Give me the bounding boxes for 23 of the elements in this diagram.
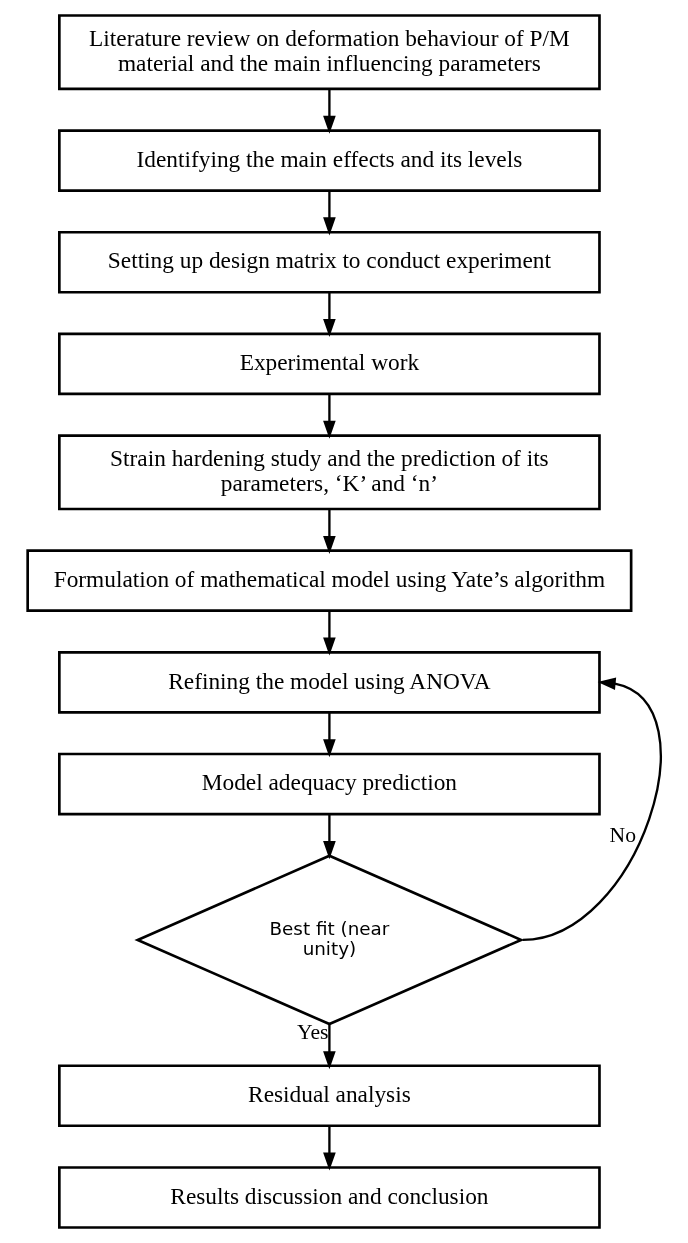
node-box: Identifying the main effects and its levels [57,129,601,192]
arrow [322,509,336,554]
arrow [322,190,336,236]
node-box: Results discussion and conclusion [57,1166,601,1229]
node-box: Model adequacy prediction [57,752,601,816]
arrow [322,610,336,656]
arrow [322,1125,336,1171]
node-box: Residual analysis [57,1064,601,1128]
edge-label: No [609,823,636,848]
arrow [522,677,662,942]
node-box: Literature review on deformation behaviour of P/M material and the main influencing parameters [57,14,601,91]
node-box: Refining the model using ANOVA [57,651,601,714]
arrow [322,394,336,439]
node-diamond: Best fit (near unity) [133,854,524,1026]
arrow [322,712,336,758]
node-box: Experimental work [57,332,601,396]
node-box: Strain hardening study and the prediction of its parameters, ‘K’ and ‘n’ [57,434,601,511]
arrow [322,1024,336,1070]
node-box: Setting up design matrix to conduct experiment [57,230,601,294]
arrow [322,814,336,860]
node-box: Formulation of mathematical model using Yate’s algorithm [25,549,632,612]
arrow [322,89,336,134]
arrow [322,292,336,338]
